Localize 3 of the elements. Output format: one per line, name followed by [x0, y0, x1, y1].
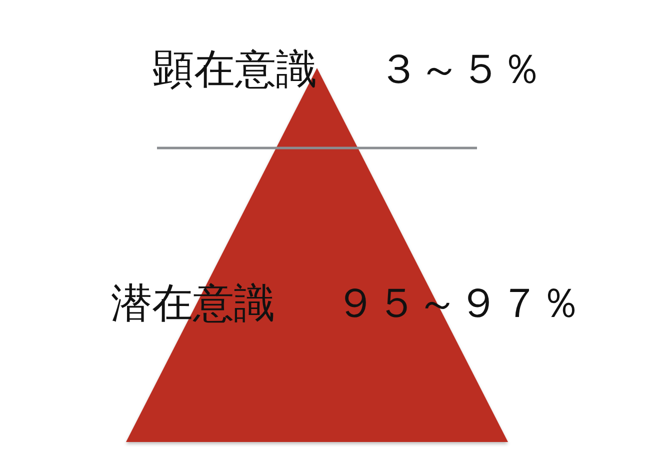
level-label: 顕在意識 — [153, 49, 317, 90]
level-label: 潜在意識 — [111, 283, 275, 324]
percentage-label: ３～５％ — [378, 49, 542, 90]
